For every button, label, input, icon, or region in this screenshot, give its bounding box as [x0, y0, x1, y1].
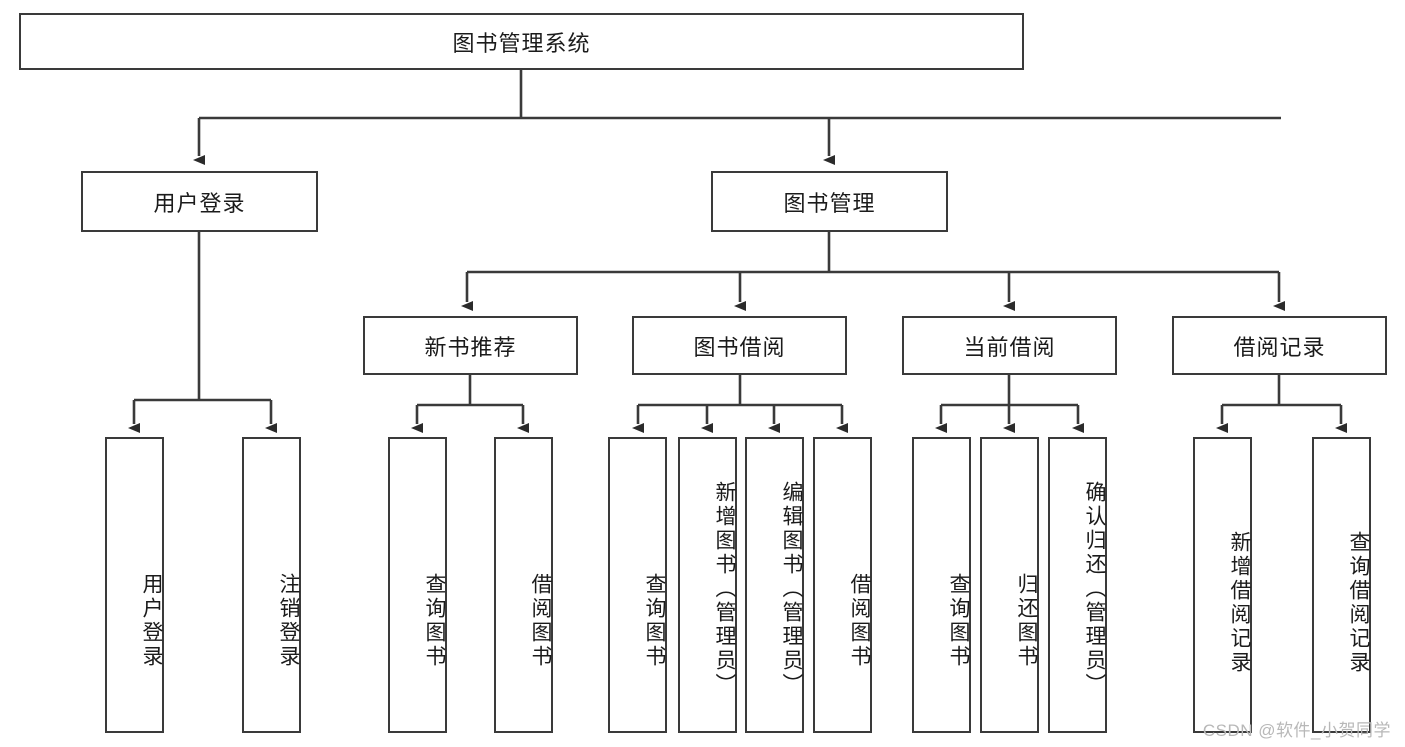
node-label: 编辑图书（管理员） [780, 481, 803, 697]
node-label: 归还图书 [1015, 573, 1038, 669]
leaf-record-add-record[interactable]: 新增借阅记录 [1193, 437, 1252, 733]
leaf-current-confirm-return-admin[interactable]: 确认归还（管理员） [1048, 437, 1107, 733]
node-label: 查询图书 [423, 573, 446, 669]
node-label: 确认归还（管理员） [1083, 481, 1106, 697]
node-label: 用户登录 [140, 573, 163, 669]
node-label: 图书借阅 [693, 334, 786, 360]
leaf-current-query-book[interactable]: 查询图书 [912, 437, 971, 733]
watermark: CSDN @软件_小贺同学 [1202, 721, 1391, 740]
node-label: 查询图书 [947, 573, 970, 669]
leaf-recommend-query-book[interactable]: 查询图书 [388, 437, 447, 733]
node-label: 新书推荐 [424, 334, 517, 360]
node-label: 当前借阅 [963, 334, 1056, 360]
node-label: 查询借阅记录 [1347, 531, 1370, 675]
node-label: 查询图书 [643, 573, 666, 669]
node-new-book-recommend[interactable]: 新书推荐 [363, 316, 578, 375]
node-label: 借阅记录 [1233, 334, 1326, 360]
node-label: 新增图书（管理员） [713, 481, 736, 697]
node-book-borrow[interactable]: 图书借阅 [632, 316, 847, 375]
node-root-system[interactable]: 图书管理系统 [19, 13, 1024, 70]
node-label: 图书管理 [783, 190, 876, 216]
node-label: 借阅图书 [848, 573, 871, 669]
leaf-borrow-borrow-book[interactable]: 借阅图书 [813, 437, 872, 733]
leaf-borrow-query-book[interactable]: 查询图书 [608, 437, 667, 733]
leaf-current-return-book[interactable]: 归还图书 [980, 437, 1039, 733]
node-label: 图书管理系统 [452, 30, 591, 56]
node-label: 注销登录 [277, 573, 300, 669]
node-current-borrow[interactable]: 当前借阅 [902, 316, 1117, 375]
leaf-borrow-add-book-admin[interactable]: 新增图书（管理员） [678, 437, 737, 733]
node-borrow-record[interactable]: 借阅记录 [1172, 316, 1387, 375]
node-label: 借阅图书 [529, 573, 552, 669]
leaf-borrow-edit-book-admin[interactable]: 编辑图书（管理员） [745, 437, 804, 733]
leaf-record-query-record[interactable]: 查询借阅记录 [1312, 437, 1371, 733]
leaf-user-login-logout[interactable]: 注销登录 [242, 437, 301, 733]
leaf-user-login-login[interactable]: 用户登录 [105, 437, 164, 733]
leaf-recommend-borrow-book[interactable]: 借阅图书 [494, 437, 553, 733]
node-book-management[interactable]: 图书管理 [711, 171, 948, 232]
node-label: 用户登录 [153, 190, 246, 216]
node-label: 新增借阅记录 [1228, 531, 1251, 675]
node-user-login[interactable]: 用户登录 [81, 171, 318, 232]
